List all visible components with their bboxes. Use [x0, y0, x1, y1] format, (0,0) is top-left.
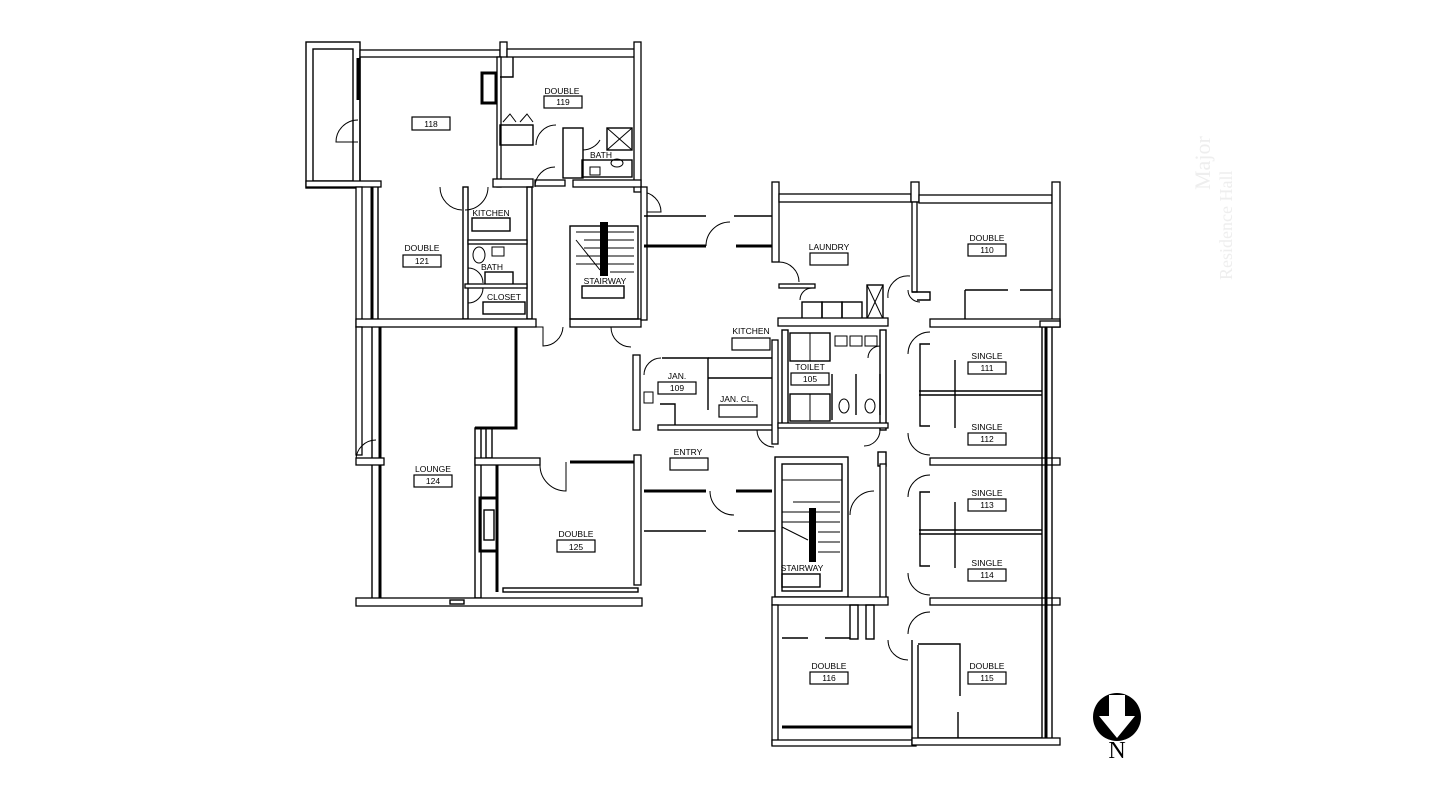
room-105[interactable]: TOILET 105: [790, 362, 830, 386]
svg-text:118: 118: [424, 119, 438, 129]
room-113[interactable]: SINGLE 113: [967, 488, 1007, 512]
svg-text:DOUBLE: DOUBLE: [970, 233, 1005, 243]
svg-text:SINGLE: SINGLE: [971, 488, 1003, 498]
room-125[interactable]: DOUBLE 125: [556, 529, 596, 553]
svg-text:STAIRWAY: STAIRWAY: [781, 563, 824, 573]
east-wing-walls: [771, 181, 1061, 747]
svg-text:121: 121: [415, 256, 429, 266]
svg-text:110: 110: [980, 245, 994, 255]
svg-text:JAN.: JAN.: [668, 371, 686, 381]
svg-text:DOUBLE: DOUBLE: [812, 661, 847, 671]
north-arrow-icon: [1093, 693, 1141, 741]
svg-text:JAN. CL.: JAN. CL.: [720, 394, 754, 404]
entry[interactable]: ENTRY: [669, 447, 709, 471]
svg-text:112: 112: [980, 434, 994, 444]
room-116[interactable]: DOUBLE 116: [809, 661, 849, 685]
svg-text:ENTRY: ENTRY: [674, 447, 703, 457]
svg-text:114: 114: [980, 570, 994, 580]
room-109[interactable]: JAN. 109: [657, 371, 697, 395]
room-114[interactable]: SINGLE 114: [967, 558, 1007, 582]
svg-text:115: 115: [980, 673, 994, 683]
room-118[interactable]: 118: [411, 116, 451, 131]
room-115[interactable]: DOUBLE 115: [967, 661, 1007, 685]
room-111[interactable]: SINGLE 111: [967, 351, 1007, 375]
stairway-north[interactable]: STAIRWAY: [584, 276, 627, 286]
svg-text:113: 113: [980, 500, 994, 510]
janitor-closet[interactable]: JAN. CL.: [718, 394, 758, 418]
svg-text:LAUNDRY: LAUNDRY: [809, 242, 850, 252]
svg-text:DOUBLE: DOUBLE: [559, 529, 594, 539]
west-wing-walls: [305, 41, 779, 607]
north-label: N: [1108, 738, 1126, 764]
svg-text:SINGLE: SINGLE: [971, 422, 1003, 432]
svg-text:125: 125: [569, 542, 583, 552]
room-112[interactable]: SINGLE 112: [967, 422, 1007, 446]
room-121[interactable]: DOUBLE 121 KITCHEN BATH CLOSET: [402, 208, 521, 302]
room-119[interactable]: DOUBLE 119 BATH: [543, 86, 612, 160]
svg-text:DOUBLE: DOUBLE: [545, 86, 580, 96]
svg-text:SINGLE: SINGLE: [971, 558, 1003, 568]
svg-text:116: 116: [822, 673, 836, 683]
svg-text:124: 124: [426, 476, 440, 486]
svg-text:BATH: BATH: [481, 262, 503, 272]
laundry[interactable]: LAUNDRY: [809, 242, 850, 266]
svg-text:BATH: BATH: [590, 150, 612, 160]
svg-text:DOUBLE: DOUBLE: [970, 661, 1005, 671]
svg-text:TOILET: TOILET: [795, 362, 825, 372]
watermark-line1: Major: [1190, 136, 1215, 190]
svg-text:DOUBLE: DOUBLE: [405, 243, 440, 253]
watermark: Major Residence Hall: [1190, 100, 1250, 280]
stairway-south[interactable]: STAIRWAY: [781, 563, 824, 573]
svg-text:CLOSET: CLOSET: [487, 292, 521, 302]
watermark-line2: Residence Hall: [1216, 170, 1236, 280]
north-compass: N: [1091, 692, 1143, 772]
svg-text:STAIRWAY: STAIRWAY: [584, 276, 627, 286]
room-124[interactable]: LOUNGE 124: [413, 464, 453, 488]
svg-text:111: 111: [981, 363, 994, 373]
svg-text:119: 119: [556, 97, 570, 107]
svg-text:SINGLE: SINGLE: [971, 351, 1003, 361]
svg-text:KITCHEN: KITCHEN: [732, 326, 769, 336]
svg-text:KITCHEN: KITCHEN: [472, 208, 509, 218]
svg-text:109: 109: [670, 383, 684, 393]
svg-text:105: 105: [803, 374, 817, 384]
svg-text:LOUNGE: LOUNGE: [415, 464, 451, 474]
kitchen-common[interactable]: KITCHEN: [731, 326, 771, 351]
room-110[interactable]: DOUBLE 110: [967, 233, 1007, 257]
